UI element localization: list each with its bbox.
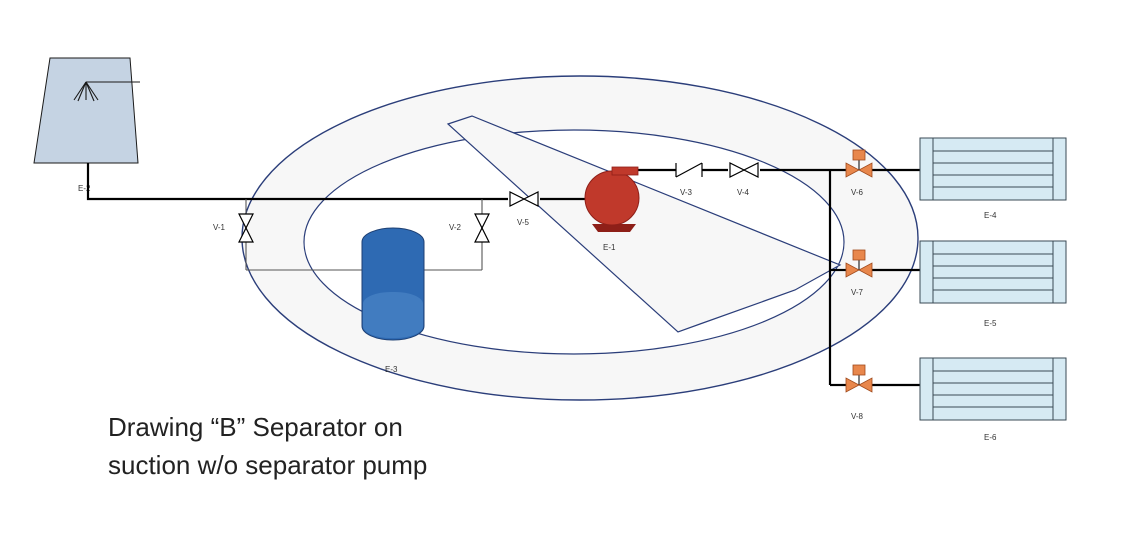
pump-tag: E-1 — [603, 243, 616, 252]
valve-v6-tag: V-6 — [851, 188, 864, 197]
valve-v1[interactable]: V-1 — [213, 213, 254, 243]
heat-exchanger-e4[interactable]: E-4 — [919, 137, 1067, 220]
drawing-caption: Drawing “B” Separator on suction w/o sep… — [108, 408, 628, 484]
spray-nozzle-icon — [73, 81, 140, 102]
exchanger-e4-tag: E-4 — [984, 211, 997, 220]
valve-v1-tag: V-1 — [213, 223, 226, 232]
separator-tag: E-3 — [385, 365, 398, 374]
valve-v8-tag: V-8 — [851, 412, 864, 421]
caption-line-2: suction w/o separator pump — [108, 450, 428, 480]
valve-v5[interactable]: V-5 — [509, 191, 539, 227]
valve-v2-tag: V-2 — [449, 223, 462, 232]
valve-v7-tag: V-7 — [851, 288, 864, 297]
heat-exchanger-e6[interactable]: E-6 — [919, 357, 1067, 442]
exchanger-e5-tag: E-5 — [984, 319, 997, 328]
pump-e1[interactable]: E-1 — [584, 166, 640, 252]
control-valve-v8[interactable]: V-8 — [845, 364, 873, 421]
valve-v5-tag: V-5 — [517, 218, 530, 227]
pump-discharge — [611, 166, 639, 176]
tower-e2[interactable]: E-2 — [33, 57, 140, 193]
valve-v2[interactable]: V-2 — [449, 213, 490, 243]
prohibition-slash — [446, 115, 842, 333]
pump-base — [592, 224, 636, 232]
main-pipeline — [86, 163, 920, 387]
valve-v3[interactable]: V-3 — [675, 162, 703, 197]
separator-e3[interactable]: E-3 — [361, 227, 425, 374]
valve-v3-tag: V-3 — [680, 188, 693, 197]
control-valve-v7[interactable]: V-7 — [845, 249, 873, 297]
control-valve-v6[interactable]: V-6 — [845, 149, 873, 197]
tower-tag: E-2 — [78, 184, 91, 193]
caption-line-1: Drawing “B” Separator on — [108, 412, 403, 442]
pump-casing — [584, 170, 640, 226]
valve-v4[interactable]: V-4 — [729, 162, 759, 197]
exchanger-e6-tag: E-6 — [984, 433, 997, 442]
separator-lower-shade — [363, 292, 423, 338]
heat-exchanger-e5[interactable]: E-5 — [919, 240, 1067, 328]
valve-v4-tag: V-4 — [737, 188, 750, 197]
tower-body — [33, 57, 139, 164]
prohibition-sign — [241, 75, 919, 401]
